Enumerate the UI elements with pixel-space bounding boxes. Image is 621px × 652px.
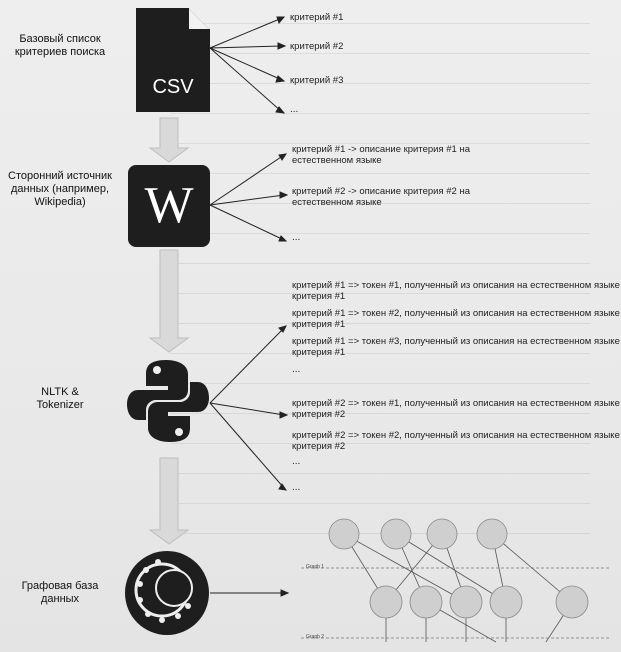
graph-node-mid-2: [409, 585, 443, 619]
nltk-connectors: [209, 325, 289, 491]
wikipedia-icon-letter: W: [144, 177, 194, 234]
csv-file-icon: [136, 8, 210, 112]
graph-node-top-3: [426, 518, 458, 550]
graph-database-icon: [125, 551, 209, 635]
csv-icon-text: CSV: [152, 76, 194, 98]
csv-item-3: критерий #3: [290, 75, 344, 86]
nltk-group1-item-3: критерий #1 => токен #3, полученный из о…: [292, 336, 620, 358]
graph-node-mid-5: [555, 585, 589, 619]
graph-label: Графовая база данных: [21, 580, 99, 605]
graph-diagram: [301, 518, 611, 643]
nltk-group1-item-2: критерий #1 => токен #2, полученный из о…: [292, 308, 620, 330]
wiki-item-ellipsis: ...: [292, 232, 301, 243]
csv-label: Базовый список критериев поиска: [14, 33, 106, 58]
graph-connector: [210, 589, 290, 597]
flow-arrow-1: [148, 117, 190, 163]
background-text-bleed: [170, 0, 610, 554]
wiki-label: Сторонний источник данных (например, Wik…: [8, 170, 112, 208]
nltk-group2-item-1: критерий #2 => токен #1, полученный из о…: [292, 398, 620, 420]
wikipedia-icon: [128, 165, 210, 247]
graph-level-1-label: Graph 1: [306, 564, 325, 570]
graph-node-top-4: [476, 518, 508, 550]
flow-arrow-3: [148, 457, 190, 545]
graph-node-mid-1: [369, 585, 403, 619]
nltk-group1-item-1: критерий #1 => токен #1, полученный из о…: [292, 280, 620, 302]
graph-node-top-2: [380, 518, 412, 550]
nltk-group1-ellipsis: ...: [292, 364, 301, 375]
nltk-group2-ellipsis: ...: [292, 456, 301, 467]
flow-arrow-2: [148, 249, 190, 353]
wiki-connectors: [209, 153, 289, 242]
wiki-item-1: критерий #1 -> описание критерия #1 на е…: [292, 144, 470, 166]
graph-node-mid-3: [449, 585, 483, 619]
csv-connectors: [209, 16, 287, 114]
graph-node-mid-4: [489, 585, 523, 619]
csv-item-ellipsis: ...: [290, 104, 299, 115]
csv-item-1: критерий #1: [290, 12, 344, 23]
wiki-item-2: критерий #2 -> описание критерия #2 на е…: [292, 186, 470, 208]
python-icon: [127, 360, 209, 442]
nltk-label: NLTK & Tokenizer: [36, 386, 84, 411]
nltk-tail-ellipsis: ...: [292, 482, 301, 493]
nltk-group2-item-2: критерий #2 => токен #2, полученный из о…: [292, 430, 620, 452]
csv-item-2: критерий #2: [290, 41, 344, 52]
graph-node-top-1: [328, 518, 360, 550]
graph-level-2-label: Graph 2: [306, 634, 325, 640]
